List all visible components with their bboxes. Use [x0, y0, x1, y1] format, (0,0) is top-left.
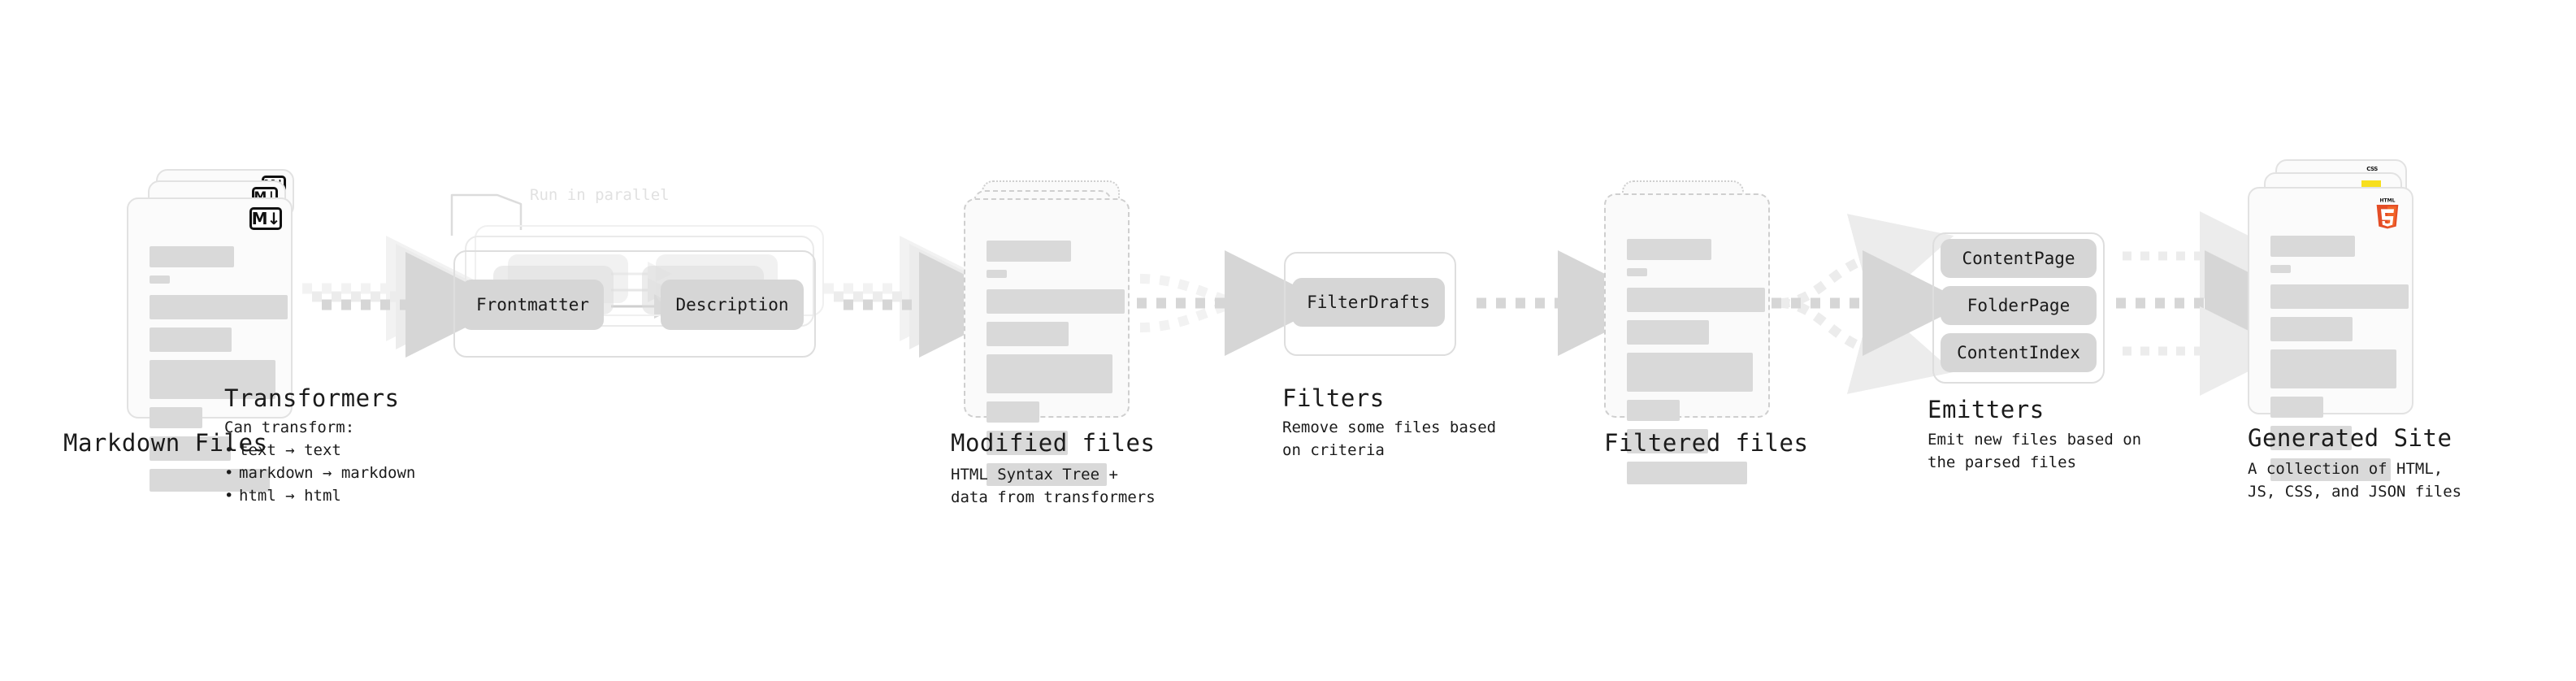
- connector-emitters-to-site: [2116, 211, 2310, 396]
- doc-content-line: [150, 407, 202, 428]
- bullet-dot-icon: •: [224, 441, 234, 459]
- doc-content-line: [987, 463, 1107, 486]
- list-item: •markdown → markdown: [224, 462, 415, 484]
- list-item: •text → text: [224, 439, 415, 462]
- doc-content-line: [150, 275, 170, 284]
- emitter-chip-contentindex[interactable]: ContentIndex: [1941, 333, 2097, 372]
- doc-content-line: [987, 401, 1039, 423]
- doc-content-line: [987, 270, 1007, 278]
- doc-content-line: [1627, 353, 1753, 392]
- filtered-card-lines: [1627, 239, 1765, 492]
- modified-card-lines: [987, 241, 1125, 494]
- css-badge-label: CSS: [2366, 166, 2378, 172]
- stage-title-filtered-files: Filtered files: [1604, 429, 1809, 457]
- stage-title-markdown-files: Markdown Files: [63, 429, 268, 457]
- modified-card-front: [964, 198, 1130, 486]
- markdown-card-front: M↓: [127, 197, 293, 492]
- transformer-chip-description[interactable]: Description: [661, 280, 804, 330]
- doc-content-line: [150, 327, 232, 352]
- emitter-chip-contentpage[interactable]: ContentPage: [1941, 239, 2097, 278]
- doc-content-line: [1627, 268, 1647, 276]
- filters-box: [1284, 252, 1456, 356]
- generated-card-lines: [2270, 236, 2409, 489]
- doc-content-line: [150, 469, 270, 492]
- connector-md-to-transformers: [302, 236, 511, 358]
- filtered-card-front: [1604, 193, 1770, 484]
- doc-content-line: [2270, 426, 2352, 450]
- emitters-box: [1932, 232, 2105, 384]
- doc-content-line: [987, 431, 1068, 455]
- doc-content-line: [987, 289, 1125, 314]
- stage-title-transformers: Transformers: [224, 384, 400, 412]
- doc-content-line: [2270, 458, 2391, 481]
- markdown-badge: M↓: [249, 207, 282, 230]
- filters-subtitle: Remove some files based on criteria: [1282, 419, 1497, 459]
- emitters-subtitle: Emit new files based on the parsed files: [1928, 431, 2142, 471]
- doc-content-line: [150, 246, 234, 267]
- stage-title-modified-files: Modified files: [951, 429, 1156, 457]
- bullet-dot-icon: •: [224, 487, 234, 505]
- modified-files-subtitle: HTML Syntax Tree + data from transformer…: [951, 466, 1156, 506]
- generated-site-subtitle: A collection of HTML, JS, CSS, and JSON …: [2248, 460, 2462, 501]
- doc-content-line: [1627, 239, 1711, 260]
- connector-transformers-to-modified: [824, 236, 1025, 358]
- doc-content-line: [2270, 317, 2353, 341]
- doc-content-line: [1627, 320, 1709, 345]
- filter-chip-filterdrafts[interactable]: FilterDrafts: [1292, 278, 1445, 327]
- transformer-chip-frontmatter[interactable]: Frontmatter: [462, 280, 604, 330]
- doc-content-line: [150, 295, 288, 319]
- doc-content-line: [2270, 397, 2323, 418]
- connector-filtered-to-emitters: [1772, 214, 1968, 394]
- doc-content-line: [1627, 462, 1747, 484]
- doc-content-line: [1627, 288, 1765, 312]
- transformers-bullet-list: •text → text •markdown → markdown •html …: [224, 439, 415, 507]
- stage-title-filters: Filters: [1282, 384, 1385, 412]
- doc-content-line: [2270, 265, 2291, 273]
- list-item: •html → html: [224, 484, 415, 507]
- doc-content-line: [1627, 400, 1680, 421]
- doc-content-line: [2270, 349, 2396, 388]
- html5-logo-icon: HTML: [2376, 198, 2399, 229]
- emitter-chip-folderpage[interactable]: FolderPage: [1941, 286, 2097, 325]
- doc-content-line: [987, 354, 1112, 393]
- doc-content-line: [2270, 284, 2409, 309]
- doc-content-line: [2270, 236, 2355, 257]
- markdown-card-lines: [150, 246, 288, 500]
- bullet-dot-icon: •: [224, 464, 234, 482]
- svg-text:HTML: HTML: [2380, 198, 2396, 204]
- doc-content-line: [150, 436, 231, 461]
- connector-modified-to-filters: [1137, 250, 1330, 356]
- doc-content-line: [150, 360, 275, 399]
- generated-card-front: HTML: [2248, 187, 2413, 481]
- stage-title-emitters: Emitters: [1928, 396, 2045, 423]
- doc-content-line: [1627, 429, 1708, 453]
- transformers-box-front: [453, 250, 816, 358]
- stage-title-generated-site: Generated Site: [2248, 424, 2452, 452]
- html5-badge: HTML: [2374, 197, 2400, 229]
- transformers-box-back: [475, 225, 824, 316]
- doc-content-line: [987, 241, 1071, 262]
- transformers-subtitle: Can transform:: [224, 419, 355, 436]
- doc-content-line: [987, 322, 1069, 346]
- run-in-parallel-label: Run in parallel: [530, 186, 670, 204]
